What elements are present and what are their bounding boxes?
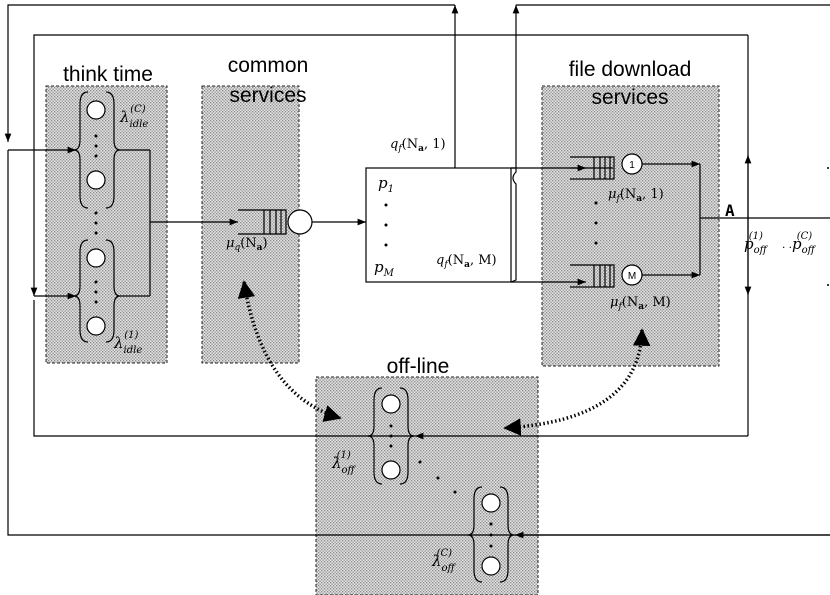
- mu-q-label: μq(Na): [226, 236, 268, 253]
- idle-server-circle: [86, 170, 106, 190]
- common-services-title-line2: services: [229, 84, 306, 107]
- off-line-stations: [367, 387, 515, 583]
- mu-f-1-label: μf(Na, 1): [608, 187, 664, 204]
- idle-server-circle: [86, 100, 106, 120]
- idle-server-circle: [86, 316, 106, 336]
- idle-server-circle: [86, 248, 106, 268]
- common-offline-link: [237, 280, 342, 422]
- common-services-queue: [150, 209, 366, 235]
- p-off-1-label: poff(1): [744, 231, 769, 256]
- download-offline-link: [503, 328, 651, 436]
- routing-box: [365, 167, 512, 283]
- server-1-label: 1: [629, 160, 635, 171]
- think-time-block: [45, 85, 168, 364]
- p-m-label: pM: [374, 258, 395, 279]
- file-download-title-line2: services: [591, 86, 668, 109]
- mu-f-m-label: μf(Na, M): [610, 295, 671, 312]
- lambda-off-1-label: λoff(1): [331, 450, 357, 476]
- p-1-label: p1: [378, 174, 394, 195]
- common-services-block: [201, 85, 300, 364]
- think-time-stations: [8, 91, 151, 343]
- q-f-m-label: qf(Na, M): [436, 253, 497, 270]
- lambda-idle-c-label: λidle(C): [119, 104, 148, 130]
- p-off-c-label: poff(C): [792, 231, 817, 256]
- file-download-queues: [511, 153, 830, 288]
- ellipsis-label: . .: [782, 237, 792, 251]
- lambda-off-c-label: λoff(C): [431, 548, 457, 574]
- point-a-routing: [744, 155, 829, 295]
- server-m-label: M: [628, 271, 636, 282]
- off-line-block: [315, 376, 539, 595]
- off-line-title: off-line: [387, 355, 450, 378]
- file-download-block: [541, 85, 720, 367]
- q-f-1-label: qf(Na, 1): [390, 137, 446, 154]
- point-a-label: A: [725, 201, 735, 220]
- file-download-title-line1: file download: [569, 58, 692, 81]
- lambda-idle-1-label: λidle(1): [113, 330, 142, 356]
- common-services-title-line1: common: [228, 54, 309, 77]
- think-time-title: think time: [63, 63, 153, 86]
